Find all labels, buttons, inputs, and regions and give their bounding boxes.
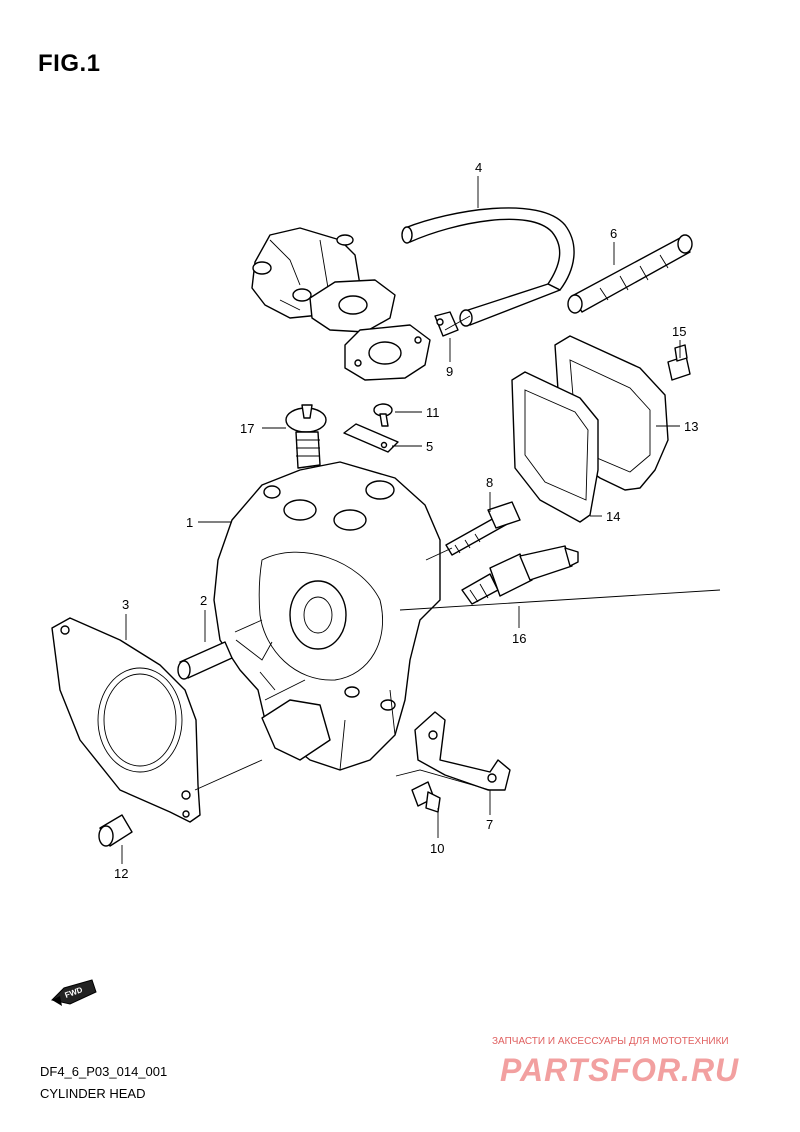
bolt-part[interactable] (667, 344, 691, 381)
callout-15: 15 (672, 324, 686, 339)
callout-14: 14 (606, 509, 620, 524)
callout-5: 5 (426, 439, 433, 454)
leader-lines (121, 176, 721, 864)
callout-11: 11 (426, 405, 440, 420)
bracket-part[interactable] (414, 711, 511, 791)
hose-clamp-part[interactable] (434, 311, 459, 337)
plate-part[interactable] (343, 423, 399, 453)
dowel-part[interactable] (98, 814, 133, 847)
callout-4: 4 (475, 160, 482, 175)
watermark-logo: PARTSFOR.RU (500, 1052, 740, 1088)
callout-10: 10 (430, 841, 444, 856)
diagram-caption: CYLINDER HEAD (40, 1086, 146, 1101)
thermostat-gasket-part[interactable] (344, 324, 431, 381)
spark-plug-part[interactable] (461, 545, 579, 605)
stud-bolt-part[interactable] (445, 501, 521, 556)
callout-17: 17 (240, 421, 254, 436)
callout-9: 9 (446, 364, 453, 379)
cylinder-head-part[interactable] (213, 461, 441, 771)
figure-title: FIG.1 (38, 50, 101, 77)
callout-16: 16 (512, 631, 526, 646)
callout-3: 3 (122, 597, 129, 612)
callout-8: 8 (486, 475, 493, 490)
watermark-text: ЗАПЧАСТИ И АКСЕССУАРЫ ДЛЯ МОТОТЕХНИКИ (492, 1036, 729, 1047)
callout-6: 6 (610, 226, 617, 241)
screw-part[interactable] (373, 403, 393, 427)
tube-part[interactable] (567, 234, 693, 314)
cylinder-head-gasket-part[interactable] (51, 617, 201, 823)
bracket-bolt-part[interactable] (411, 781, 441, 813)
water-hose-part[interactable] (401, 207, 575, 327)
callout-7: 7 (486, 817, 493, 832)
callout-13: 13 (684, 419, 698, 434)
thermostat-cover-part[interactable] (251, 227, 396, 333)
dowel-pin-part[interactable] (177, 641, 233, 680)
callout-2: 2 (200, 593, 207, 608)
thermostat-part[interactable] (285, 404, 327, 469)
diagram-code: DF4_6_P03_014_001 (40, 1064, 168, 1079)
callout-12: 12 (114, 866, 128, 881)
cover-gasket-part[interactable] (511, 371, 599, 523)
callout-1: 1 (186, 515, 193, 530)
forward-direction-badge: FWD (51, 979, 97, 1006)
